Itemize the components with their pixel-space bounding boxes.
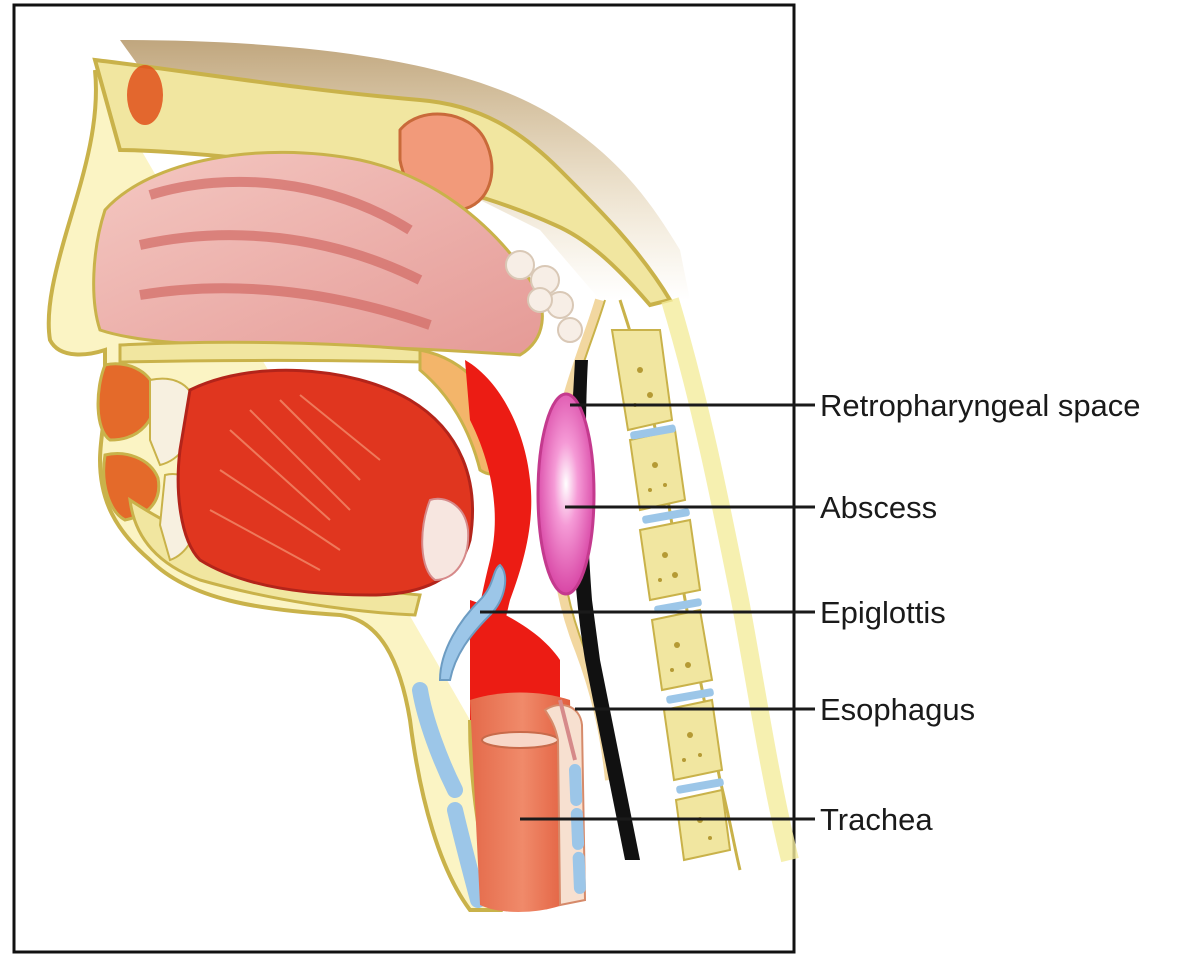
label-trachea: Trachea: [820, 802, 933, 837]
vertebra-c2: [630, 430, 685, 510]
vertebra-c5: [664, 700, 722, 780]
tracheal-rings: [575, 770, 580, 890]
label-esophagus: Esophagus: [820, 692, 975, 727]
label-retropharyngeal-space: Retropharyngeal space: [820, 388, 1141, 423]
vertebra-c4: [652, 610, 712, 690]
labels: Retropharyngeal space Abscess Epiglottis…: [820, 388, 1141, 837]
frontal-sinus: [127, 65, 163, 125]
vertebra-c3: [640, 520, 700, 600]
abscess: [538, 394, 594, 594]
vocal-fold: [482, 732, 558, 748]
label-abscess: Abscess: [820, 490, 937, 525]
vertebra-c6: [676, 790, 730, 860]
label-epiglottis: Epiglottis: [820, 595, 946, 630]
